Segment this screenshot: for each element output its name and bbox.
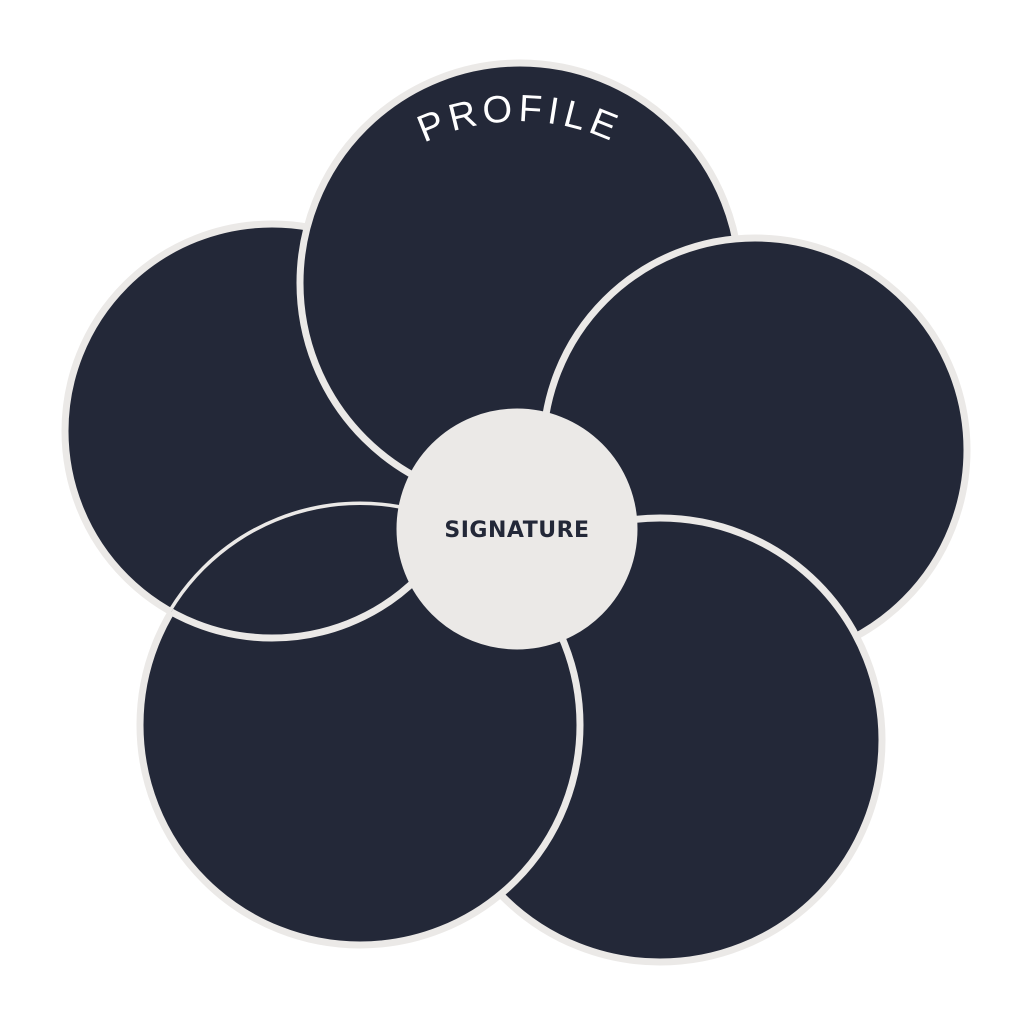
- center-label: SIGNATURE: [444, 518, 589, 543]
- center-hub: SIGNATURE: [396, 408, 638, 650]
- center-circle: [396, 408, 638, 650]
